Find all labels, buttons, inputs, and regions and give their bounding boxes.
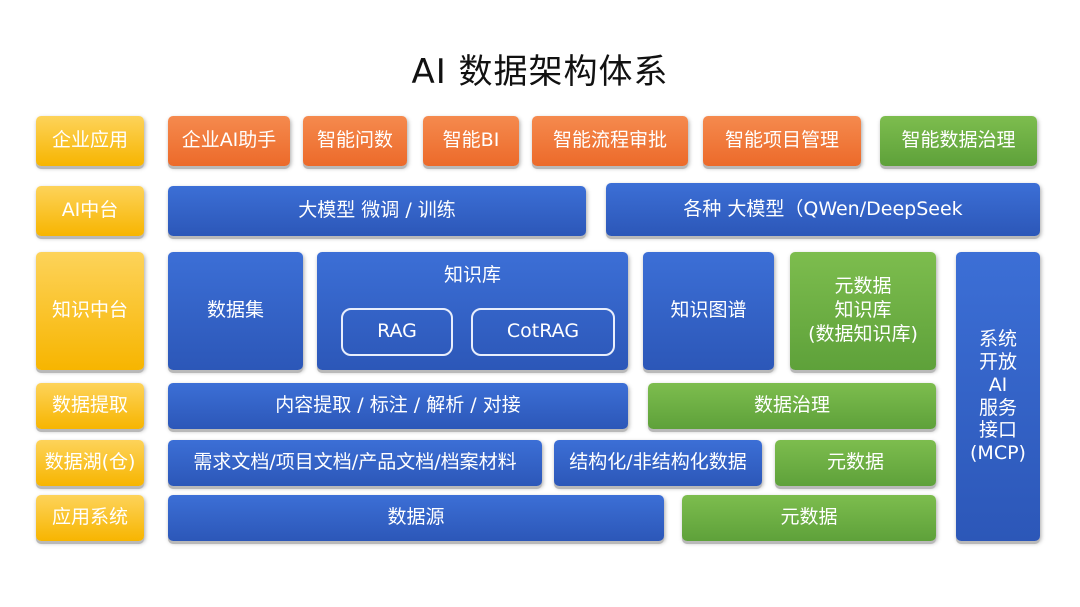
metadata-kb-line1: 元数据 [834,275,892,298]
api-line3: AI [988,373,1008,396]
llm-models: 各种 大模型（QWen/DeepSeek [606,183,1040,236]
api-line2: 开放 [978,350,1017,373]
app-smart-governance: 智能数据治理 [880,116,1037,166]
knowledge-base-title: 知识库 [443,264,501,286]
open-ai-service-interface: 系统 开放 AI 服务 接口 (MCP) [956,252,1040,541]
metadata-knowledge-base: 元数据 知识库 (数据知识库) [790,252,936,370]
cotrag-module: CotRAG [471,308,615,356]
api-line1: 系统 [978,328,1017,351]
app-smart-qa: 智能问数 [303,116,407,166]
layer-ai-platform: AI中台 [36,186,144,236]
metadata-kb-line3: (数据知识库) [808,322,918,345]
dataset: 数据集 [168,252,303,370]
rag-module: RAG [341,308,453,356]
diagram-title: AI 数据架构体系 [411,52,669,92]
metadata-kb-line2: 知识库 [834,299,892,322]
layer-enterprise-app: 企业应用 [36,116,144,166]
knowledge-base: 知识库 RAG CotRAG [317,252,628,370]
layer-app-system: 应用系统 [36,495,144,541]
layer-knowledge-platform: 知识中台 [36,252,144,370]
app-system-metadata: 元数据 [682,495,936,541]
data-lake-metadata: 元数据 [775,440,936,486]
data-governance: 数据治理 [648,383,936,429]
layer-data-extraction: 数据提取 [36,383,144,429]
llm-finetune-training: 大模型 微调 / 训练 [168,186,586,236]
api-line4: 服务 [978,396,1017,419]
layer-data-lake: 数据湖(仓) [36,440,144,486]
structured-unstructured-data: 结构化/非结构化数据 [554,440,762,486]
app-smart-project: 智能项目管理 [703,116,861,166]
app-ai-assistant: 企业AI助手 [168,116,290,166]
document-sources: 需求文档/项目文档/产品文档/档案材料 [168,440,542,486]
api-line5: 接口 [978,419,1017,442]
api-line6: (MCP) [970,442,1026,465]
app-smart-bi: 智能BI [423,116,519,166]
data-source: 数据源 [168,495,664,541]
app-smart-workflow: 智能流程审批 [532,116,688,166]
knowledge-graph: 知识图谱 [643,252,774,370]
content-extraction-pipeline: 内容提取 / 标注 / 解析 / 对接 [168,383,628,429]
